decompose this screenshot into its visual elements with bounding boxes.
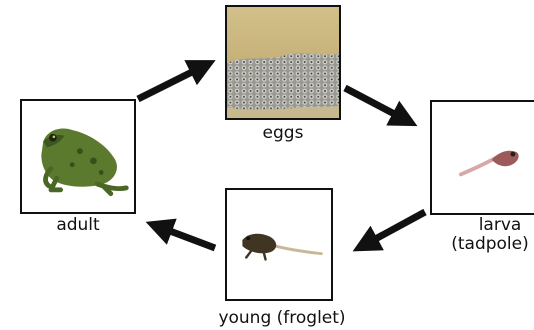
- froglet-photo: [227, 190, 331, 299]
- adult-label: adult: [42, 216, 114, 234]
- eggs-frame: [225, 5, 341, 120]
- young-label: young (froglet): [210, 309, 354, 327]
- frog-eggs-photo: [227, 7, 339, 118]
- adult-frame: [20, 99, 136, 214]
- young-frame: [225, 188, 333, 301]
- arrow-larva-to-young: [368, 212, 425, 243]
- larva-sublabel: (tadpole): [446, 235, 534, 253]
- adult-frog-photo: [22, 101, 134, 212]
- larva-label: larva: [470, 216, 530, 234]
- larva-frame: [430, 100, 534, 215]
- arrow-eggs-to-larva: [345, 88, 402, 118]
- tadpole-photo: [432, 102, 534, 213]
- arrow-adult-to-eggs: [138, 68, 200, 99]
- arrow-young-to-adult: [162, 228, 215, 248]
- eggs-label: eggs: [255, 124, 311, 142]
